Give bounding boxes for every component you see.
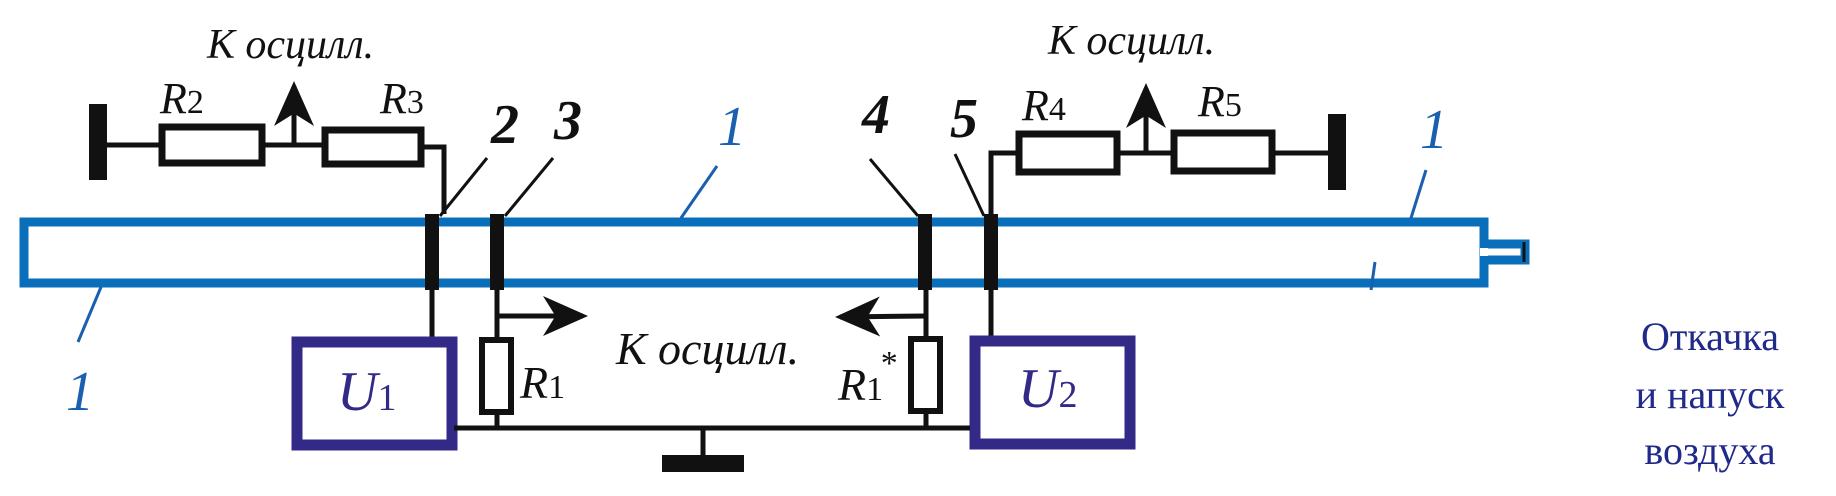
oscill-arrow-left: [835, 296, 927, 337]
resistor-R1-star: [908, 336, 943, 414]
source-label-U1: U1: [337, 361, 396, 423]
discharge-tube: [19, 217, 1530, 288]
electrodes: [425, 214, 998, 290]
oscill-label-top-right: К осцилл.: [1047, 18, 1215, 64]
electrode-labels: 2 3 4 5: [438, 84, 986, 217]
resistor-R2: [158, 123, 266, 167]
pump-note-line-2: и напуск: [1636, 372, 1785, 417]
ground-symbol: [662, 455, 744, 472]
ground-terminal-left: [89, 104, 107, 180]
electrode-label-5: 5: [950, 88, 978, 150]
tube-leader-left: [76, 286, 103, 343]
resistor-R3: [321, 126, 425, 168]
electrode-label-3: 3: [553, 90, 582, 152]
resistor-R5: [1170, 129, 1276, 175]
resistor-label-R3: R3: [379, 74, 424, 123]
pump-note-line-3: воздуха: [1644, 428, 1776, 473]
source-U1: [291, 336, 458, 451]
resistor-label-R5: R5: [1197, 77, 1242, 126]
electrode-2: [425, 214, 439, 290]
resistor-label-R1: R1: [519, 357, 565, 408]
tube-label-right: 1: [1420, 99, 1448, 161]
pump-nozzle: [1484, 239, 1530, 265]
resistor-R1: [479, 337, 514, 415]
resistor-R4: [1015, 130, 1121, 176]
tube-label-left: 1: [66, 361, 94, 423]
lower-circuit: U1 R1 К осцилл. R1* U2: [291, 290, 1136, 472]
electrode-3: [490, 214, 504, 290]
tube-body: [19, 217, 1489, 288]
source-U2: [969, 335, 1136, 450]
left-voltage-divider: R2 R3 К осцилл.: [89, 22, 447, 214]
resistor-label-R1-star: R1*: [837, 345, 896, 410]
resistor-label-R4: R4: [1021, 81, 1066, 130]
tube-label-group: 1 1 1: [66, 96, 1448, 423]
oscill-label-center: К осцилл.: [615, 323, 799, 374]
tube-leader-middle: [679, 165, 719, 219]
pump-note: Откачка и напуск воздуха: [1636, 314, 1785, 473]
electrode-label-4: 4: [861, 84, 890, 146]
source-label-U2: U2: [1018, 358, 1077, 420]
resistor-label-R2: R2: [159, 74, 204, 123]
right-voltage-divider: R4 R5 К осцилл.: [988, 18, 1346, 214]
electrode-4: [918, 214, 932, 290]
nozzle-leader: [1369, 261, 1377, 291]
oscill-label-top-left: К осцилл.: [206, 22, 374, 68]
electrode-5: [984, 214, 998, 290]
ground-terminal-right: [1328, 114, 1346, 190]
pump-note-line-1: Откачка: [1641, 314, 1779, 359]
electrode-label-2: 2: [490, 94, 519, 156]
tube-leader-right: [1409, 169, 1428, 219]
tube-label-middle: 1: [718, 96, 746, 158]
